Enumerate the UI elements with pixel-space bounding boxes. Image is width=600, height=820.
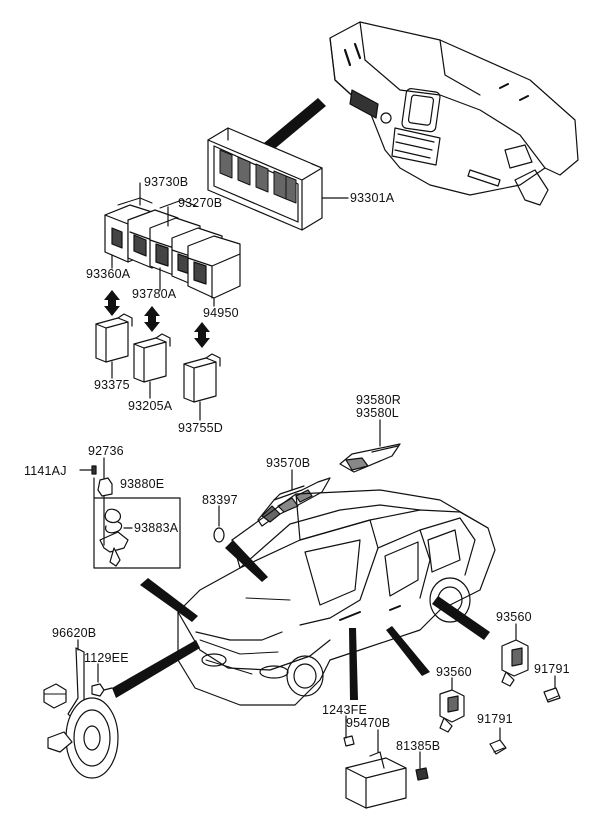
label-83397: 83397: [202, 493, 238, 507]
label-1129EE: 1129EE: [84, 651, 129, 665]
switch-cluster-drawing: [104, 197, 241, 299]
car-drawing: [177, 489, 496, 706]
label-93755D: 93755D: [178, 421, 223, 435]
label-93580R: 93580R: [356, 393, 401, 407]
horn-bolt-drawing: [91, 683, 113, 697]
label-92736: 92736: [88, 444, 124, 458]
screw-lower-drawing: [489, 739, 507, 755]
screw-upper-drawing: [543, 687, 561, 703]
switch-covers-drawing: [95, 313, 221, 403]
label-94950: 94950: [203, 306, 239, 320]
label-91791-lower: 91791: [477, 712, 513, 726]
door-sensor-lower-drawing: [439, 689, 465, 733]
switch-panel-drawing: [207, 127, 323, 231]
label-93270B: 93270B: [178, 196, 223, 210]
label-95470B: 95470B: [346, 716, 391, 730]
label-93205A: 93205A: [128, 399, 173, 413]
sensor-bracket-drawing: [91, 465, 181, 569]
door-switch-drawing: [339, 443, 401, 473]
label-93730B: 93730B: [144, 175, 189, 189]
label-1243FE: 1243FE: [322, 703, 367, 717]
label-81385B: 81385B: [396, 739, 441, 753]
label-93301A: 93301A: [350, 191, 395, 205]
label-93360A: 93360A: [86, 267, 131, 281]
label-93580L: 93580L: [356, 406, 399, 420]
control-module-drawing: [343, 735, 429, 809]
window-switch-drawing: [257, 477, 331, 527]
label-91791-upper: 91791: [534, 662, 570, 676]
label-93375: 93375: [94, 378, 130, 392]
label-93880E: 93880E: [120, 477, 165, 491]
label-93560-upper: 93560: [496, 610, 532, 624]
door-sensor-upper-drawing: [501, 639, 529, 687]
label-93560-lower: 93560: [436, 665, 472, 679]
label-93570B: 93570B: [266, 456, 311, 470]
ring-part: [213, 527, 225, 543]
dashboard-drawing: [329, 21, 579, 206]
label-93780A: 93780A: [132, 287, 177, 301]
label-93883A: 93883A: [134, 521, 179, 535]
label-96620B: 96620B: [52, 626, 97, 640]
car-callout-arrows: [112, 540, 490, 700]
callout-arrow: [258, 98, 326, 156]
horn-drawing: [43, 647, 119, 779]
label-1141AJ: 1141AJ: [24, 464, 67, 478]
double-arrows: [104, 290, 210, 348]
